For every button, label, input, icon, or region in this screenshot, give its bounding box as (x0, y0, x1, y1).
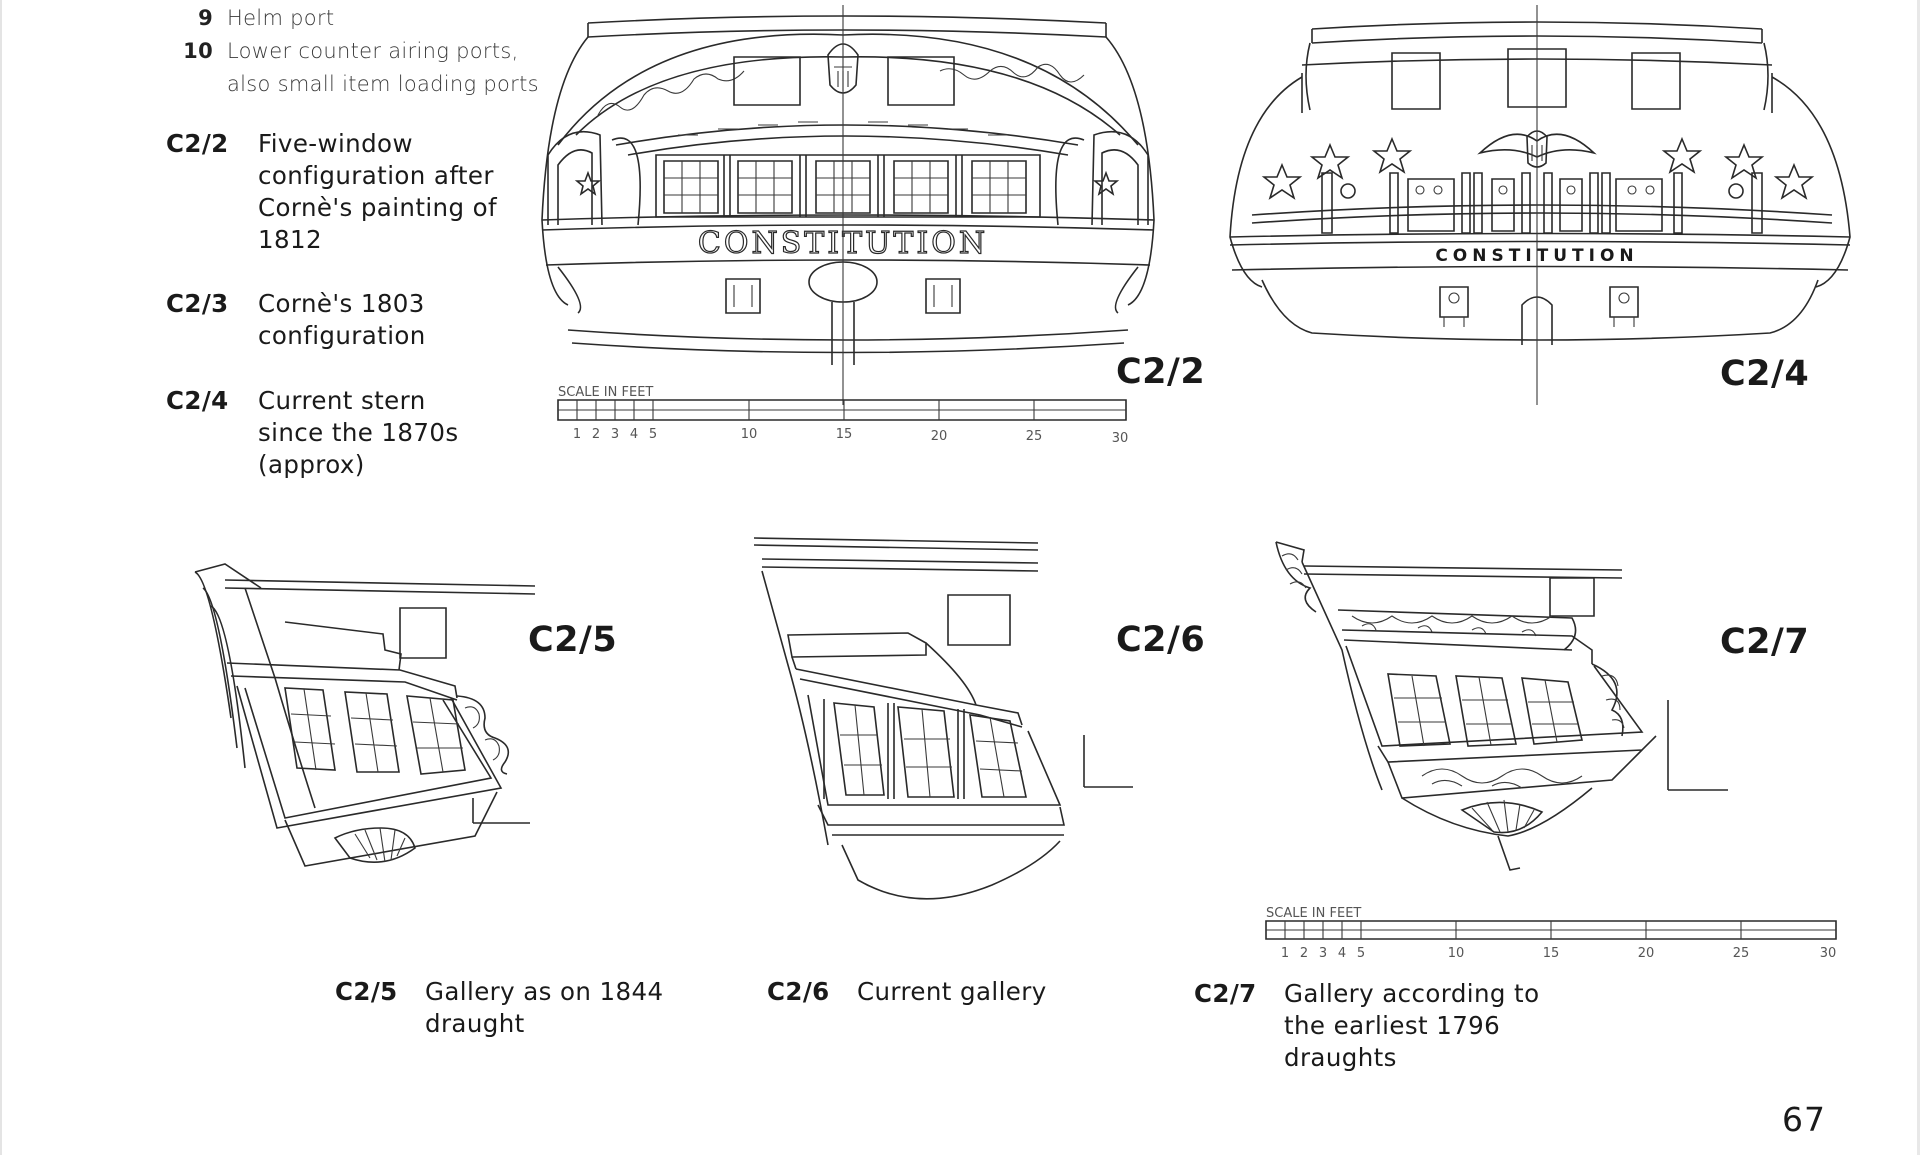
gallery-drawing-c2-7 (1272, 540, 1732, 880)
window-row (664, 155, 1026, 217)
legend-text: Lower counter airing ports, (227, 39, 519, 63)
caption-code: C2/4 (166, 386, 229, 415)
figure-label-c2-7: C2/7 (1720, 622, 1810, 662)
svg-text:25: 25 (1026, 429, 1043, 444)
caption-c2-6: C2/6 Current gallery (767, 976, 1087, 1010)
svg-text:20: 20 (1638, 946, 1655, 961)
caption-text: Five-window configuration after Cornè's … (258, 129, 498, 254)
legend-number: 10 (183, 39, 213, 63)
gallery-drawing-c2-6 (748, 535, 1138, 905)
stern-drawing-c2-2: CONSTITUTION (528, 5, 1158, 405)
caption-text: Gallery as on 1844 draught (425, 977, 664, 1038)
caption-c2-2: C2/2 Five-window configuration after Cor… (166, 128, 506, 258)
svg-text:10: 10 (1448, 946, 1465, 961)
svg-text:15: 15 (1543, 946, 1560, 961)
svg-text:2: 2 (1300, 946, 1308, 961)
caption-c2-7: C2/7 Gallery according to the earliest 1… (1194, 978, 1574, 1076)
svg-text:15: 15 (836, 427, 853, 442)
caption-code: C2/7 (1194, 979, 1257, 1008)
svg-text:5: 5 (649, 427, 657, 442)
svg-text:1: 1 (573, 427, 581, 442)
scale-title: SCALE IN FEET (1266, 906, 1361, 921)
svg-text:30: 30 (1112, 431, 1129, 446)
scale-title: SCALE IN FEET (558, 385, 653, 400)
stern-drawing-c2-4: CONSTITUTION (1222, 5, 1862, 405)
page-number: 67 (1782, 1100, 1826, 1139)
caption-c2-5: C2/5 Gallery as on 1844 draught (335, 976, 695, 1042)
figure-label-c2-4: C2/4 (1720, 354, 1810, 394)
gallery-drawing-c2-5 (185, 558, 600, 878)
svg-text:1: 1 (1281, 946, 1289, 961)
caption-text: Cornè's 1803 configuration (258, 289, 426, 350)
svg-text:20: 20 (931, 429, 948, 444)
page-edge-left (0, 0, 2, 1155)
caption-code: C2/2 (166, 129, 229, 158)
caption-c2-4: C2/4 Current stern since the 1870s (appr… (166, 385, 506, 483)
legend-text: also small item loading ports (227, 72, 539, 96)
caption-text: Current stern since the 1870s (approx) (258, 386, 459, 479)
svg-text:3: 3 (1319, 946, 1327, 961)
caption-code: C2/6 (767, 977, 830, 1006)
caption-text: Gallery according to the earliest 1796 d… (1284, 979, 1540, 1072)
caption-code: C2/3 (166, 289, 229, 318)
svg-text:30: 30 (1820, 946, 1837, 961)
legend-text: Helm port (227, 6, 335, 30)
scale-bar-top: SCALE IN FEET 1 2 3 4 5 10 15 20 25 30 (555, 385, 1129, 446)
scale-bar-bottom: SCALE IN FEET 1 2 3 4 5 10 15 20 25 30 (1263, 906, 1843, 961)
stern-name: CONSTITUTION (698, 226, 988, 261)
svg-text:4: 4 (630, 427, 638, 442)
svg-text:4: 4 (1338, 946, 1346, 961)
svg-text:25: 25 (1733, 946, 1750, 961)
svg-text:2: 2 (592, 427, 600, 442)
svg-text:3: 3 (611, 427, 619, 442)
svg-text:10: 10 (741, 427, 758, 442)
caption-c2-3: C2/3 Cornè's 1803 configuration (166, 288, 506, 354)
figure-label-c2-6: C2/6 (1116, 620, 1206, 660)
figure-label-c2-2: C2/2 (1116, 352, 1206, 392)
caption-code: C2/5 (335, 977, 398, 1006)
legend-number: 9 (198, 6, 213, 30)
figure-label-c2-5: C2/5 (528, 620, 618, 660)
svg-text:5: 5 (1357, 946, 1365, 961)
caption-text: Current gallery (857, 977, 1047, 1006)
page-edge-right (1917, 0, 1920, 1155)
stern-name: CONSTITUTION (1435, 246, 1638, 266)
